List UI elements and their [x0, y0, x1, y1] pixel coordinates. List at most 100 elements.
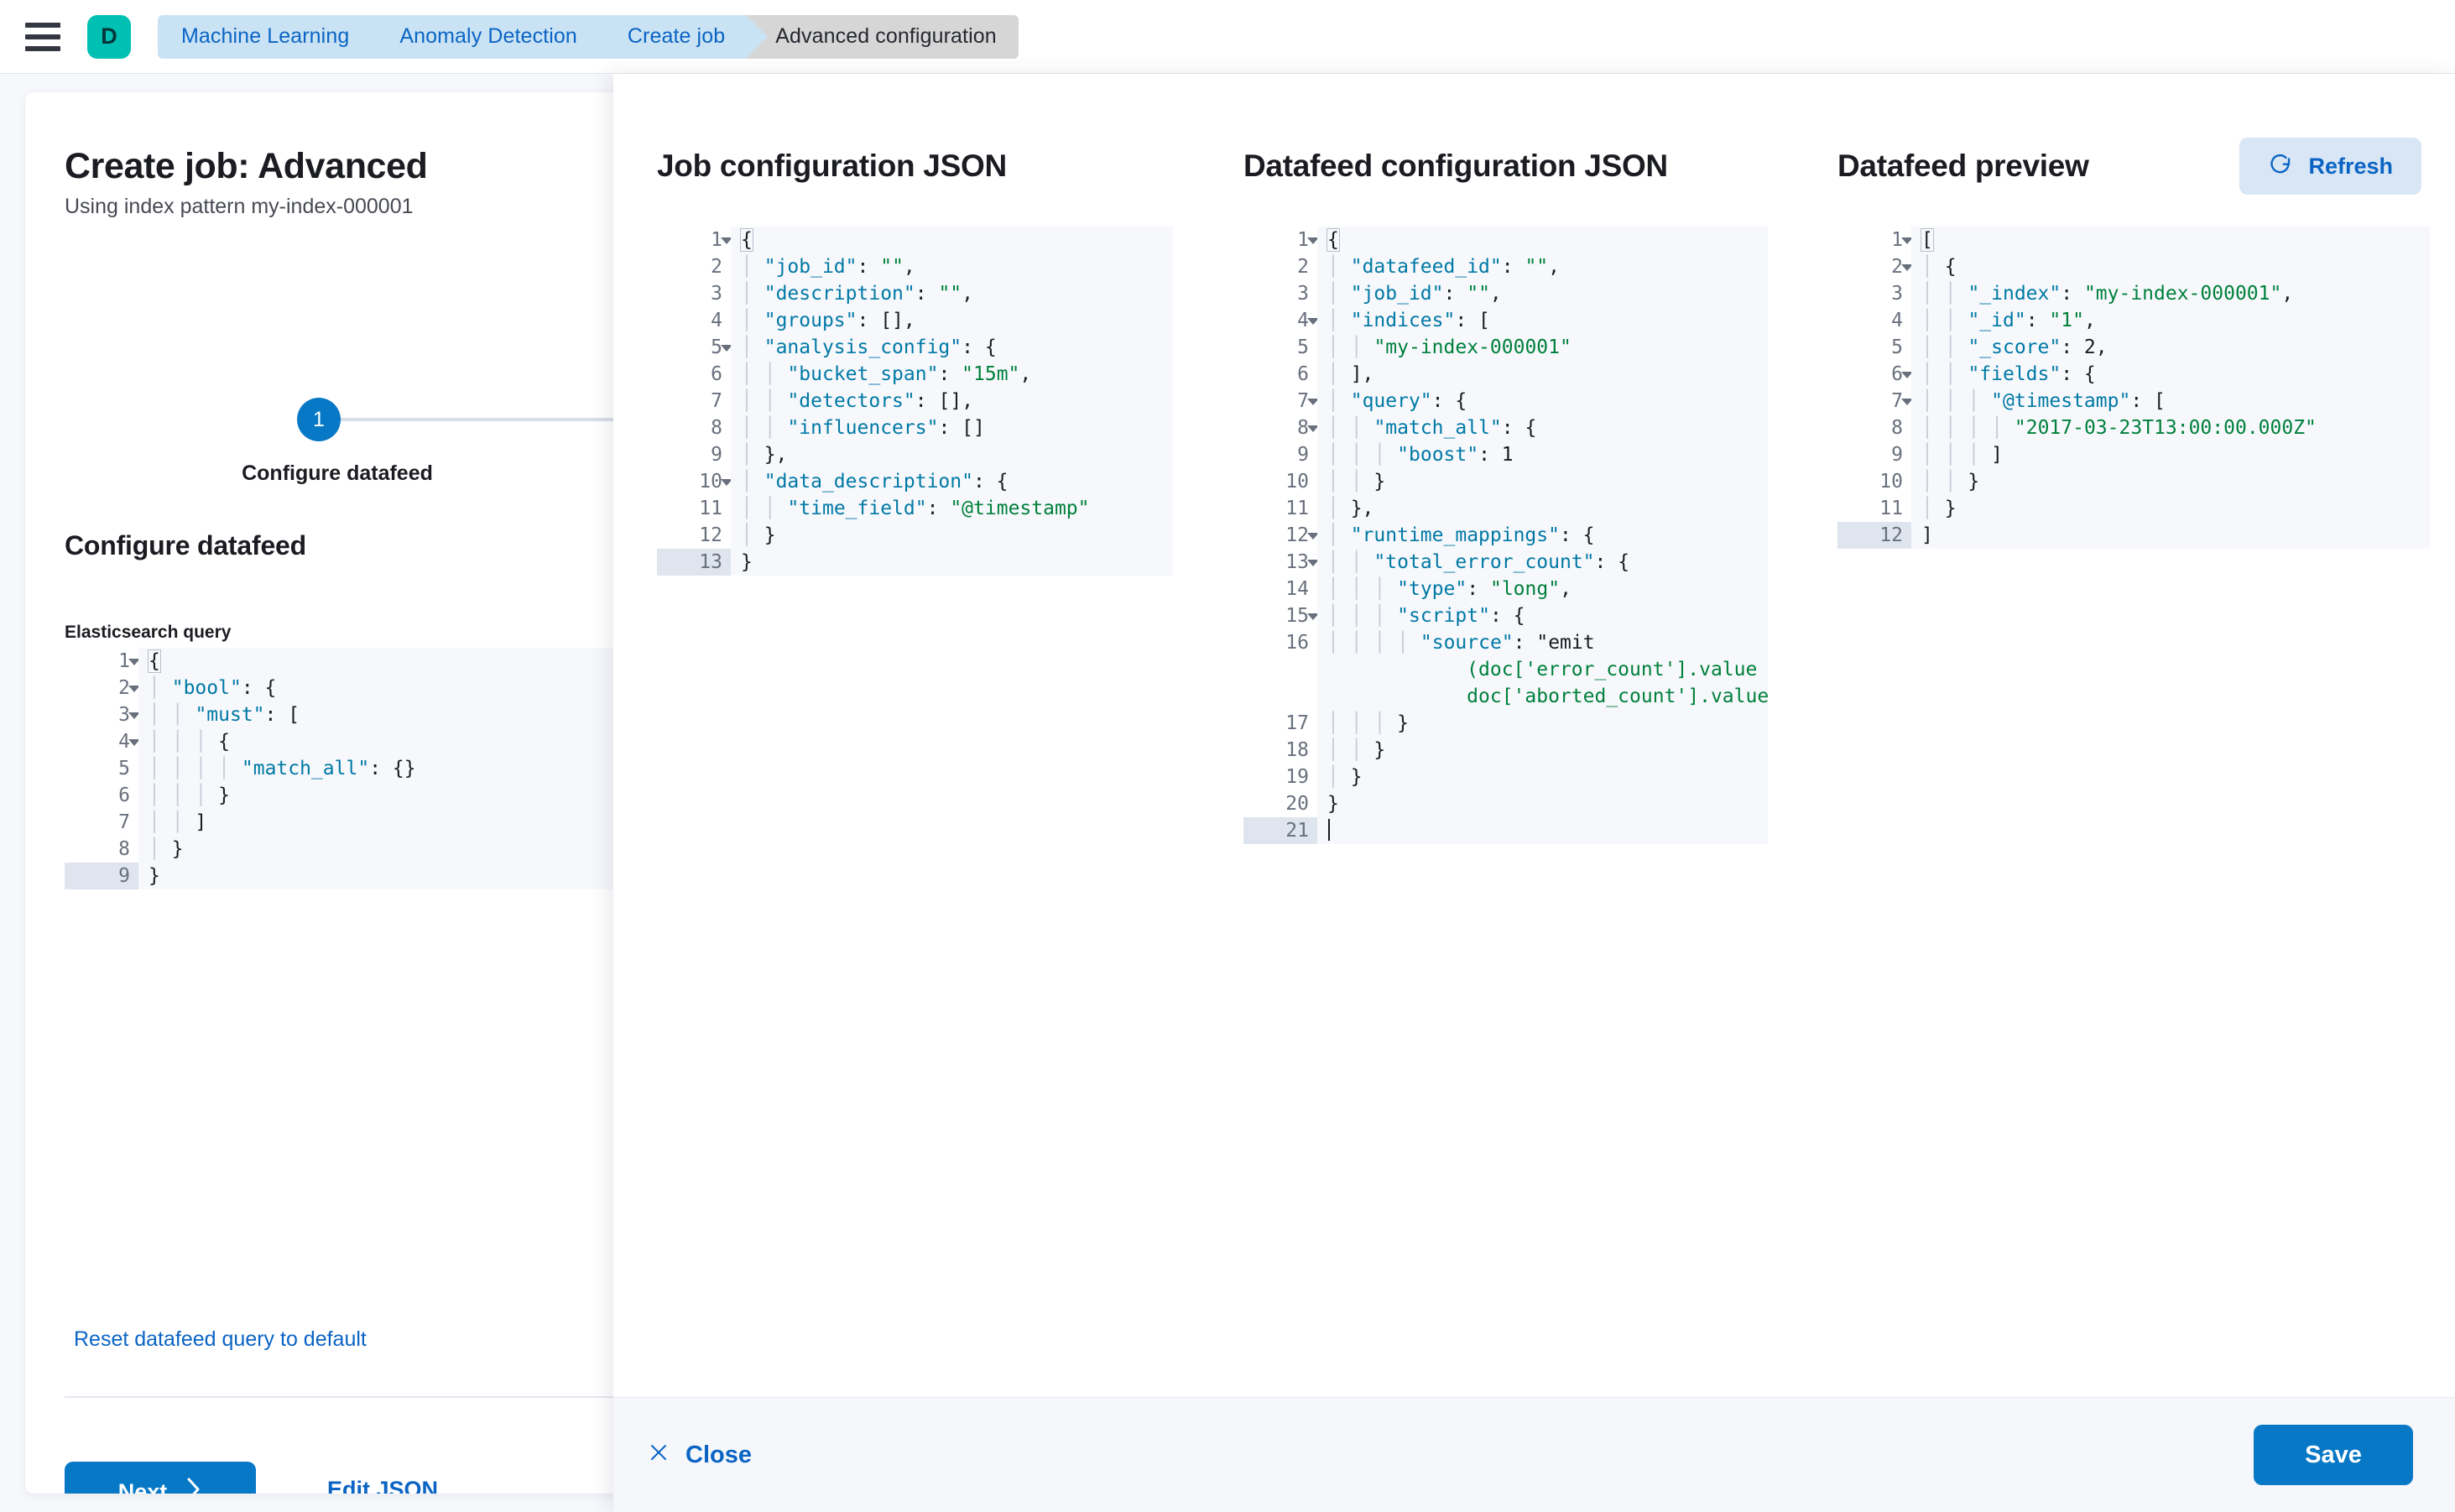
editor-line[interactable]: 1[	[1837, 227, 2430, 253]
refresh-button[interactable]: Refresh	[2239, 138, 2421, 195]
editor-line[interactable]: 13}	[657, 549, 1173, 576]
breadcrumb-item-machine-learning[interactable]: Machine Learning	[158, 14, 393, 59]
editor-line[interactable]: 2│ "datafeed_id": "",	[1243, 253, 1768, 280]
fold-triangle-icon[interactable]	[1307, 399, 1319, 405]
next-button[interactable]: Next	[65, 1462, 256, 1494]
editor-line[interactable]: 4│ │ "_id": "1",	[1837, 307, 2430, 334]
space-avatar[interactable]: D	[87, 14, 131, 59]
breadcrumb-chevron-icon	[746, 14, 769, 59]
editor-line[interactable]: 15│ │ │ "script": {	[1243, 602, 1768, 629]
editor-line[interactable]: 7│ │ "detectors": [],	[657, 388, 1173, 414]
editor-line[interactable]: 3│ │ "_index": "my-index-000001",	[1837, 280, 2430, 307]
editor-line[interactable]: 18│ │ }	[1243, 737, 1768, 764]
reset-datafeed-query-link[interactable]: Reset datafeed query to default	[74, 1327, 367, 1351]
close-icon	[649, 1442, 669, 1469]
code-text: │ │ │ │ "2017-03-23T13:00:00.000Z"	[1911, 414, 2430, 441]
editor-line[interactable]: 3│ │ "must": [	[65, 701, 649, 728]
edit-json-button[interactable]: Edit JSON	[327, 1477, 438, 1494]
editor-line[interactable]: 9}	[65, 863, 649, 889]
fold-triangle-icon[interactable]	[1307, 318, 1319, 325]
code-text: │ │ "_score": 2,	[1911, 334, 2430, 361]
editor-line[interactable]: 3│ "description": "",	[657, 280, 1173, 307]
editor-line[interactable]: 7│ │ │ "@timestamp": [	[1837, 388, 2430, 414]
editor-line[interactable]: 7│ "query": {	[1243, 388, 1768, 414]
datafeed-preview-editor[interactable]: 1[2│ {3│ │ "_index": "my-index-000001",4…	[1837, 227, 2430, 1338]
editor-line[interactable]: 16│ │ │ │ "source": "emit (doc['error_co…	[1243, 629, 1768, 710]
fold-triangle-icon[interactable]	[128, 659, 140, 665]
editor-line[interactable]: 5│ │ │ │ "match_all": {}	[65, 755, 649, 782]
fold-triangle-icon[interactable]	[128, 739, 140, 746]
editor-line[interactable]: 8│ │ "influencers": []	[657, 414, 1173, 441]
fold-triangle-icon[interactable]	[1901, 237, 1913, 244]
editor-line[interactable]: 12│ "runtime_mappings": {	[1243, 522, 1768, 549]
editor-line[interactable]: 4│ │ │ {	[65, 728, 649, 755]
editor-line[interactable]: 17│ │ │ }	[1243, 710, 1768, 737]
line-number: 8	[1243, 414, 1319, 441]
step-1-circle[interactable]: 1	[297, 398, 341, 441]
editor-line[interactable]: 2│ "bool": {	[65, 675, 649, 701]
breadcrumb-item-create-job[interactable]: Create job	[598, 14, 769, 59]
editor-line[interactable]: 19│ }	[1243, 764, 1768, 790]
editor-line[interactable]: 4│ "indices": [	[1243, 307, 1768, 334]
fold-triangle-icon[interactable]	[1307, 613, 1319, 620]
editor-line[interactable]: 4│ "groups": [],	[657, 307, 1173, 334]
editor-line[interactable]: 10│ │ }	[1243, 468, 1768, 495]
editor-line[interactable]: 5│ │ "_score": 2,	[1837, 334, 2430, 361]
job-configuration-editor[interactable]: 1{2│ "job_id": "",3│ "description": "",4…	[657, 227, 1173, 1338]
editor-line[interactable]: 6│ │ "bucket_span": "15m",	[657, 361, 1173, 388]
fold-triangle-icon[interactable]	[1901, 372, 1913, 378]
editor-line[interactable]: 3│ "job_id": "",	[1243, 280, 1768, 307]
editor-line[interactable]: 7│ │ ]	[65, 809, 649, 836]
fold-triangle-icon[interactable]	[128, 712, 140, 719]
editor-line[interactable]: 1{	[65, 648, 649, 675]
editor-line[interactable]: 10│ │ }	[1837, 468, 2430, 495]
editor-line[interactable]: 11│ },	[1243, 495, 1768, 522]
fold-triangle-icon[interactable]	[1307, 425, 1319, 432]
editor-line[interactable]: 13│ │ "total_error_count": {	[1243, 549, 1768, 576]
editor-line[interactable]: 2│ "job_id": "",	[657, 253, 1173, 280]
editor-line[interactable]: 9│ },	[657, 441, 1173, 468]
fold-triangle-icon[interactable]	[721, 345, 732, 352]
elasticsearch-query-editor[interactable]: 1{2│ "bool": {3│ │ "must": [4│ │ │ {5│ │…	[65, 648, 649, 1319]
editor-line[interactable]: 5│ "analysis_config": {	[657, 334, 1173, 361]
hamburger-icon[interactable]	[25, 22, 60, 51]
datafeed-configuration-editor[interactable]: 1{2│ "datafeed_id": "",3│ "job_id": "",4…	[1243, 227, 1768, 1338]
editor-line[interactable]: 14│ │ │ "type": "long",	[1243, 576, 1768, 602]
fold-triangle-icon[interactable]	[128, 686, 140, 692]
editor-line[interactable]: 8│ }	[65, 836, 649, 863]
fold-triangle-icon[interactable]	[1307, 560, 1319, 566]
fold-triangle-icon[interactable]	[1307, 237, 1319, 244]
code-text: │ │ "total_error_count": {	[1317, 549, 1768, 576]
editor-line[interactable]: 8│ │ │ │ "2017-03-23T13:00:00.000Z"	[1837, 414, 2430, 441]
editor-line[interactable]: 1{	[657, 227, 1173, 253]
breadcrumb-item-anomaly-detection[interactable]: Anomaly Detection	[371, 14, 620, 59]
line-number: 18	[1243, 737, 1317, 764]
editor-line[interactable]: 6│ │ │ }	[65, 782, 649, 809]
line-number: 2	[657, 253, 731, 280]
save-button[interactable]: Save	[2254, 1425, 2413, 1485]
editor-line[interactable]: 10│ "data_description": {	[657, 468, 1173, 495]
editor-line[interactable]: 21	[1243, 817, 1768, 844]
editor-line[interactable]: 11│ │ "time_field": "@timestamp"	[657, 495, 1173, 522]
editor-line[interactable]: 9│ │ │ "boost": 1	[1243, 441, 1768, 468]
editor-line[interactable]: 6│ ],	[1243, 361, 1768, 388]
editor-line[interactable]: 6│ │ "fields": {	[1837, 361, 2430, 388]
editor-line[interactable]: 1{	[1243, 227, 1768, 253]
editor-line[interactable]: 5│ │ "my-index-000001"	[1243, 334, 1768, 361]
editor-line[interactable]: 9│ │ │ ]	[1837, 441, 2430, 468]
code-text: │ │ "time_field": "@timestamp"	[731, 495, 1173, 522]
editor-line[interactable]: 12│ }	[657, 522, 1173, 549]
editor-line[interactable]: 20}	[1243, 790, 1768, 817]
line-number: 13	[1243, 549, 1319, 576]
fold-triangle-icon[interactable]	[1307, 533, 1319, 540]
fold-triangle-icon[interactable]	[1901, 264, 1913, 271]
editor-line[interactable]: 11│ }	[1837, 495, 2430, 522]
fold-triangle-icon[interactable]	[721, 479, 732, 486]
editor-line[interactable]: 12]	[1837, 522, 2430, 549]
close-button[interactable]: Close	[649, 1442, 752, 1469]
fold-triangle-icon[interactable]	[721, 237, 732, 244]
breadcrumb-chevron-icon	[597, 14, 620, 59]
fold-triangle-icon[interactable]	[1901, 399, 1913, 405]
editor-line[interactable]: 8│ │ "match_all": {	[1243, 414, 1768, 441]
editor-line[interactable]: 2│ {	[1837, 253, 2430, 280]
